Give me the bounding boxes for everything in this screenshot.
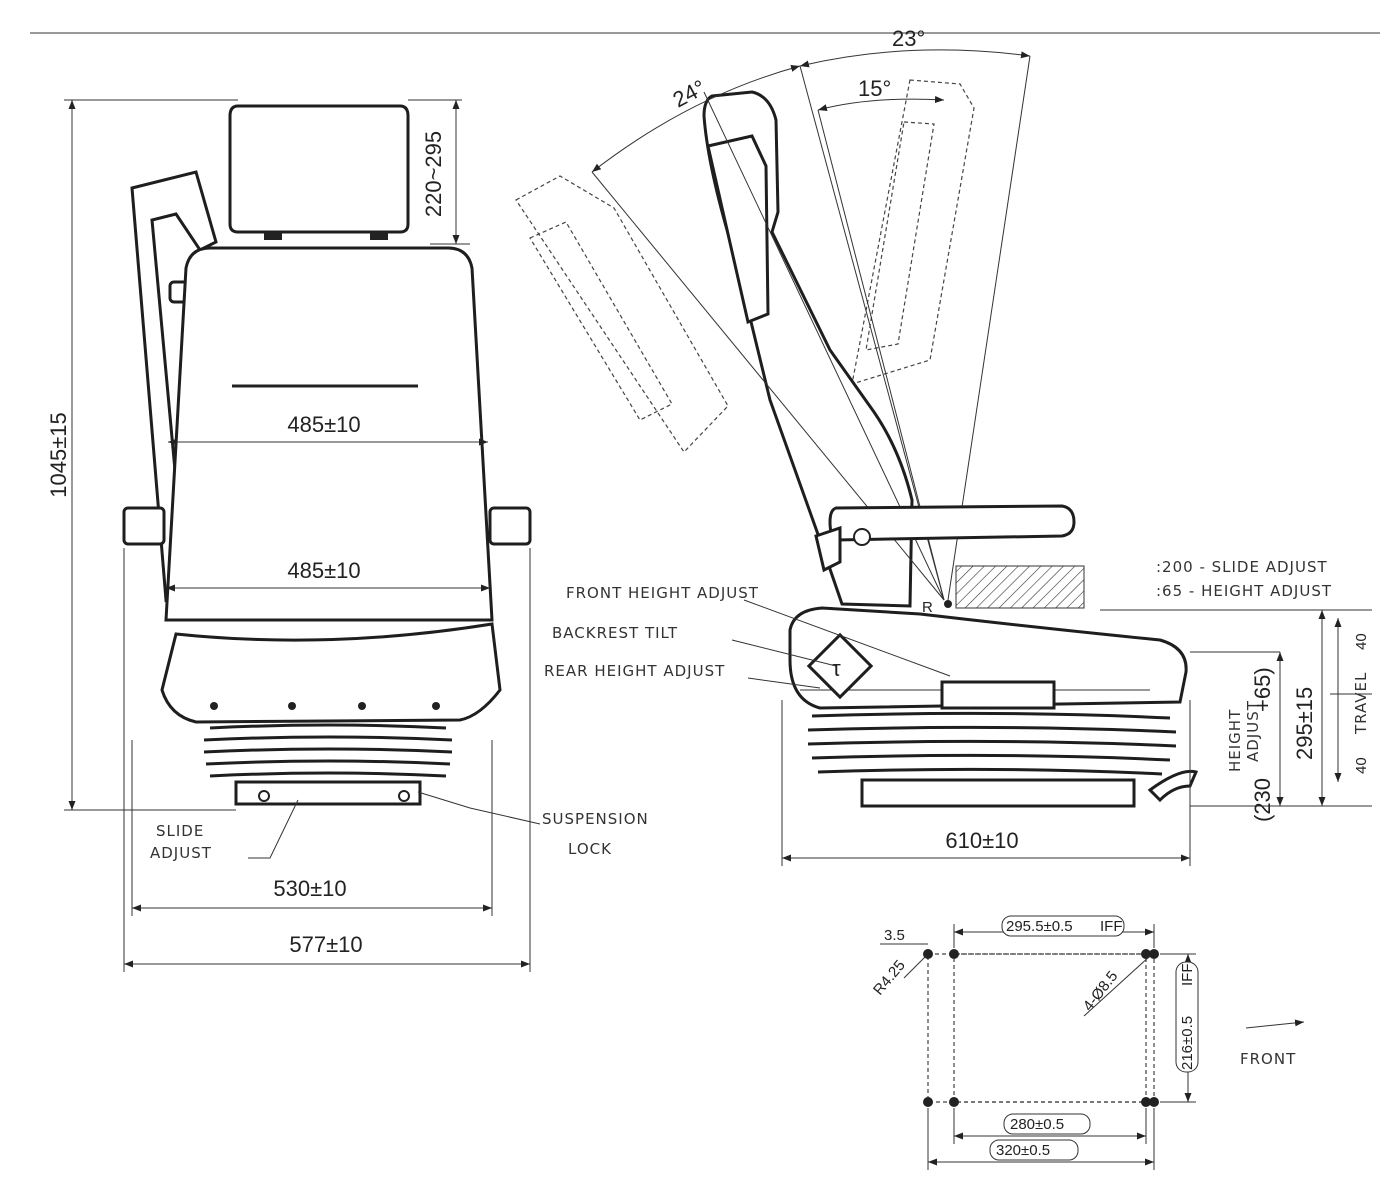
- mounting-hole: [1141, 949, 1151, 959]
- seat-depth-dimension: 610±10: [945, 828, 1018, 853]
- front-height-leader: [743, 599, 951, 677]
- mounting-hole: [923, 1097, 933, 1107]
- side-armrest: [828, 504, 1076, 542]
- inner-width-box: [1003, 1113, 1091, 1135]
- backrest-reclined-inner: [529, 221, 673, 421]
- slide-adjust-label: ADJUST: [150, 844, 212, 862]
- travel-top-value: 40: [1353, 633, 1370, 650]
- right-armrest: [488, 506, 532, 546]
- holes-dimension: 4-Ø8.5: [1080, 968, 1122, 1015]
- backrest-tilt-label: BACKREST TILT: [552, 624, 678, 642]
- seat-cushion: [160, 622, 502, 724]
- front-direction-label: FRONT: [1240, 1050, 1296, 1068]
- front-height-adjust-label: FRONT HEIGHT ADJUST: [566, 584, 759, 602]
- mounting-inner-outline: [953, 953, 1147, 1103]
- cushion-bolt: [358, 702, 366, 710]
- armrest-lever: [814, 525, 842, 573]
- left-armrest: [122, 506, 166, 546]
- armrest-pivot: [853, 528, 871, 546]
- side-view: 24° 23° 15° :200 - SLIDE ADJUST :65 - HE…: [515, 26, 1372, 866]
- angle-arc-23: [799, 49, 1031, 68]
- base-bolt: [398, 790, 410, 802]
- adjust-control-panel: [940, 680, 1056, 710]
- mounting-hole: [1149, 1097, 1159, 1107]
- height-adjust-range: +65): [1250, 667, 1275, 712]
- front-view: 1045±15 220~295 485±10 485±10 530±10 577…: [46, 99, 649, 972]
- angle-15-dimension: 15°: [858, 76, 891, 101]
- suspension-lock-label: LOCK: [568, 840, 612, 858]
- top-width-box: [1001, 915, 1125, 937]
- side-height-tag: IFF: [1179, 964, 1196, 987]
- mounting-pattern: 295.5±0.5 IFF 3.5 R4.25 4-Ø8.5 216±0.5 I…: [870, 915, 1199, 1170]
- mounting-hole: [1141, 1097, 1151, 1107]
- tilt-knob: [806, 632, 874, 700]
- mounting-hole: [1149, 949, 1159, 959]
- corner-radius-dimension: R4.25: [870, 957, 909, 999]
- side-suspension-base: [860, 778, 1136, 808]
- suspension-lock-label: SUSPENSION: [542, 810, 649, 828]
- top-width-dimension: 295.5±0.5: [1006, 918, 1073, 935]
- slide-adjust-leader: [248, 799, 299, 859]
- backrest-width-dimension: 485±10: [287, 412, 360, 437]
- front-direction-indicator: FRONT: [1240, 1019, 1305, 1068]
- reference-point-label: R: [922, 599, 933, 616]
- suspension-lock-leader: [417, 791, 541, 825]
- top-width-tag: IFF: [1100, 918, 1123, 935]
- suspension-height-dimension: 295±15: [1292, 687, 1317, 760]
- mounting-outer-outline: [927, 953, 1155, 1103]
- cushion-bolt: [210, 702, 218, 710]
- base-bolt: [258, 790, 270, 802]
- headrest-post-right: [370, 232, 388, 240]
- slide-rail-handle: [1147, 769, 1199, 803]
- offset-dimension: 3.5: [884, 927, 905, 944]
- headrest-post-left: [264, 232, 282, 240]
- side-height-dimension: 216±0.5: [1179, 1016, 1196, 1070]
- holes-leader: [1083, 955, 1151, 1017]
- height-adjust-label: HEIGHT: [1226, 709, 1244, 772]
- backrest-reclined-outline: [515, 175, 729, 453]
- front-arrow: [1245, 1019, 1305, 1029]
- slide-adjust-label: SLIDE: [156, 822, 204, 840]
- height-adjust-range: (230: [1250, 778, 1275, 822]
- side-height-box: [1175, 961, 1199, 1073]
- base-width-dimension: 530±10: [273, 876, 346, 901]
- reference-point: [944, 600, 952, 608]
- angle-arc-15: [817, 96, 945, 112]
- cushion-width-dimension: 485±10: [287, 558, 360, 583]
- cushion-bolt: [432, 702, 440, 710]
- height-adjust-label: ADJUST: [1244, 700, 1262, 762]
- overall-height-dimension: 1045±15: [46, 412, 71, 498]
- radius-leader: [903, 955, 927, 979]
- height-adjust-note: :65 - HEIGHT ADJUST: [1156, 582, 1332, 600]
- tilt-knob-symbol: τ: [832, 656, 841, 681]
- headrest-range-dimension: 220~295: [421, 131, 446, 217]
- headrest: [228, 104, 410, 234]
- angle-23-dimension: 23°: [892, 26, 925, 51]
- cushion-bolt: [288, 702, 296, 710]
- slide-adjust-zone: [955, 565, 1085, 609]
- suspension-bellows: [203, 723, 453, 778]
- backrest-tilt-leader: [731, 639, 837, 667]
- outer-width-box: [989, 1139, 1079, 1161]
- travel-bottom-value: 40: [1353, 757, 1370, 774]
- side-suspension-bellows: [807, 711, 1177, 776]
- outer-width-dimension: 320±0.5: [996, 1142, 1050, 1159]
- backrest: [164, 246, 494, 622]
- mounting-hole: [949, 1097, 959, 1107]
- overall-width-dimension: 577±10: [289, 932, 362, 957]
- backrest-forward-outline: [851, 79, 975, 385]
- rear-height-leader: [747, 677, 821, 689]
- slide-adjust-note: :200 - SLIDE ADJUST: [1156, 558, 1328, 576]
- inner-width-dimension: 280±0.5: [1010, 1116, 1064, 1133]
- travel-label: TRAVEL: [1352, 672, 1370, 735]
- angle-arc-24: [591, 64, 801, 173]
- side-seat-cushion: [788, 606, 1188, 710]
- rear-height-adjust-label: REAR HEIGHT ADJUST: [544, 662, 725, 680]
- mounting-hole: [949, 949, 959, 959]
- backrest-forward-inner: [865, 121, 935, 351]
